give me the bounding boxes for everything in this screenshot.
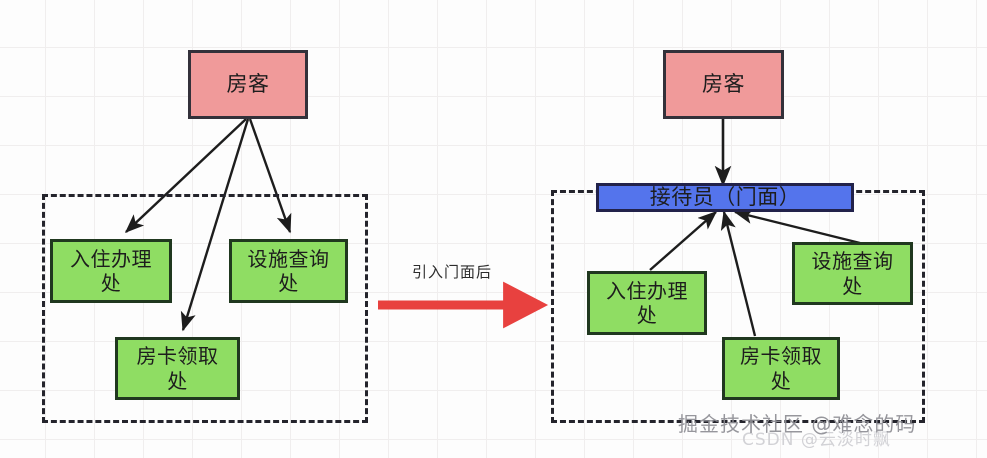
edge-guest-to-facility — [248, 118, 292, 234]
edge-checkin-to-facade — [649, 211, 718, 271]
right-service-facility-inquiry-desk-label: 设施查询处 — [811, 249, 894, 298]
left-service-check-in-desk[interactable]: 入住办理处 — [50, 239, 172, 303]
left-service-facility-inquiry-desk[interactable]: 设施查询处 — [229, 239, 348, 303]
right-edges — [649, 119, 861, 337]
right-service-check-in-desk[interactable]: 入住办理处 — [587, 271, 707, 335]
left-service-room-card-desk[interactable]: 房卡领取处 — [115, 337, 240, 400]
edge-facility-to-facade — [733, 208, 861, 245]
right-actor-guest-label: 房客 — [702, 71, 745, 96]
left-service-check-in-desk-label: 入住办理处 — [70, 246, 152, 295]
left-service-facility-inquiry-desk-label: 设施查询处 — [247, 246, 330, 295]
right-service-facility-inquiry-desk[interactable]: 设施查询处 — [792, 242, 913, 305]
left-actor-guest[interactable]: 房客 — [188, 50, 308, 119]
right-service-room-card-desk-label: 房卡领取处 — [740, 344, 822, 393]
left-actor-guest-label: 房客 — [226, 71, 270, 96]
right-service-room-card-desk[interactable]: 房卡领取处 — [722, 337, 840, 400]
left-edges — [124, 118, 292, 332]
watermark-primary: 掘金技术社区 @难念的码 — [678, 412, 917, 436]
edge-roomcard-to-facade — [720, 210, 757, 337]
transition-label: 引入门面后 — [412, 263, 493, 281]
left-service-room-card-desk-label: 房卡领取处 — [136, 344, 219, 393]
facade-receptionist[interactable]: 接待员（门面） — [596, 183, 854, 212]
right-actor-guest[interactable]: 房客 — [663, 50, 784, 119]
left-subsystem-group — [42, 194, 368, 423]
facade-receptionist-label: 接待员（门面） — [649, 184, 801, 209]
watermark-secondary: CSDN @云淡时飘 — [742, 430, 891, 450]
edge-guest-to-checkin — [124, 118, 247, 233]
right-service-check-in-desk-label: 入住办理处 — [606, 278, 688, 327]
edge-guest-to-roomcard — [180, 118, 250, 332]
